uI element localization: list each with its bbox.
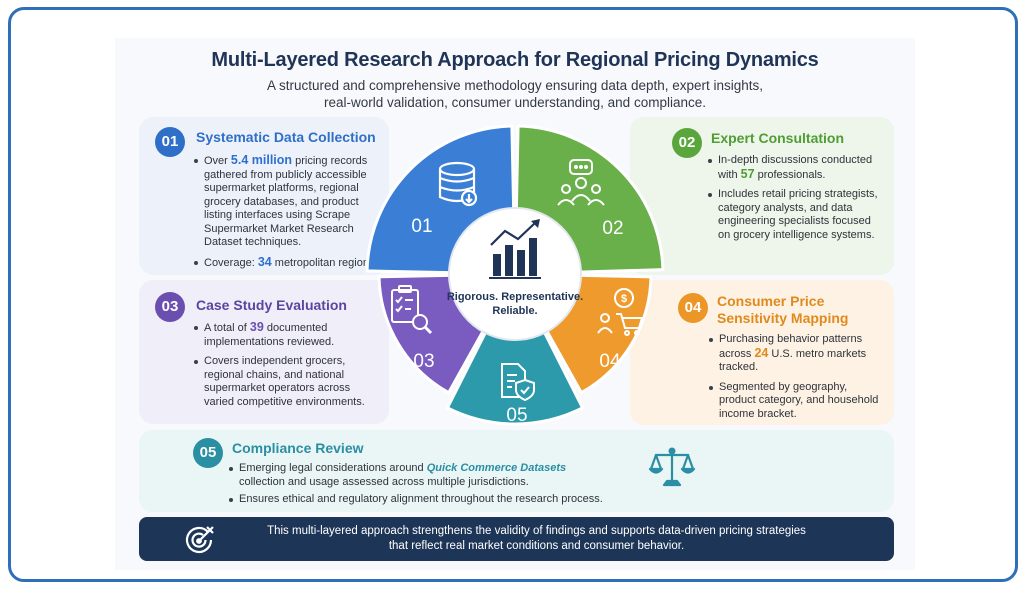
bullet-list: In-depth discussions conducted with 57 p… xyxy=(707,154,885,248)
wheel-center xyxy=(448,207,582,341)
wheel-label-05: 05 xyxy=(506,405,527,426)
footer-message: This multi-layered approach strengthens … xyxy=(267,525,806,552)
target-icon xyxy=(185,526,214,554)
section-title: Consumer Price Sensitivity Mapping xyxy=(717,293,849,326)
bullet-item: Purchasing behavior patterns across 24 U… xyxy=(708,333,884,375)
bullet-item: Over 5.4 million pricing records gathere… xyxy=(193,153,381,250)
section-title: Expert Consultation xyxy=(711,130,845,146)
bullet-item: Covers independent grocers, regional cha… xyxy=(193,355,371,409)
highlight-value: 5.4 million xyxy=(230,153,293,167)
wheel-label-02: 02 xyxy=(602,218,623,239)
bullet-list: A total of 39 documented implementations… xyxy=(193,320,371,415)
price-cart-icon: $ xyxy=(597,288,644,336)
section-card-compliance xyxy=(139,430,894,512)
section-number-badge: 01 xyxy=(155,127,185,157)
section-title: Compliance Review xyxy=(232,440,364,456)
subtitle-line-1: A structured and comprehensive methodolo… xyxy=(266,78,764,93)
bullet-item: A total of 39 documented implementations… xyxy=(193,320,371,349)
section-number-badge: 04 xyxy=(678,293,708,323)
wheel-label-01: 01 xyxy=(411,216,432,237)
checklist-search-icon xyxy=(391,285,433,335)
team-chat-icon xyxy=(557,159,605,206)
highlight-value: 24 xyxy=(754,345,769,360)
bullet-item: Coverage: 34 metropolitan regions xyxy=(193,254,381,271)
svg-text:$: $ xyxy=(621,293,627,305)
wheel-label-03: 03 xyxy=(413,351,434,372)
scales-icon xyxy=(648,447,696,487)
highlight-value: 39 xyxy=(249,320,264,334)
highlight-value: Quick Commerce Datasets xyxy=(426,462,567,474)
section-card-price-sensitivity xyxy=(630,280,894,425)
section-number-badge: 02 xyxy=(672,128,702,158)
highlight-value: 57 xyxy=(740,166,755,181)
shield-document-icon xyxy=(501,363,535,402)
database-icon xyxy=(438,161,478,207)
page-title: Multi-Layered Research Approach for Regi… xyxy=(211,49,819,71)
center-tagline-1: Rigorous. Representative. xyxy=(447,291,583,303)
bullet-list: Over 5.4 million pricing records gathere… xyxy=(193,153,381,276)
bullet-item: Segmented by geography, product category… xyxy=(708,381,884,422)
bullet-list: Emerging legal considerations around Qui… xyxy=(228,462,608,513)
section-title: Case Study Evaluation xyxy=(196,297,347,313)
highlight-value: 34 xyxy=(257,254,272,269)
bullet-item: Includes retail pricing strategists, cat… xyxy=(707,188,885,242)
bullet-item: Emerging legal considerations around Qui… xyxy=(228,462,608,489)
methodology-wheel: Rigorous. Representative. Reliable. $ xyxy=(365,124,665,426)
footer-banner: This multi-layered approach strengthens … xyxy=(139,517,894,561)
bullet-item: In-depth discussions conducted with 57 p… xyxy=(707,154,885,182)
bullet-list: Purchasing behavior patterns across 24 U… xyxy=(708,333,884,427)
subtitle-line-2: real-world validation, consumer understa… xyxy=(324,95,706,110)
growth-chart-icon xyxy=(489,219,541,279)
section-title: Systematic Data Collection xyxy=(196,129,376,145)
page-subtitle: A structured and comprehensive methodolo… xyxy=(115,77,915,111)
wheel-label-04: 04 xyxy=(599,351,621,372)
bullet-item: Ensures ethical and regulatory alignment… xyxy=(228,493,608,507)
section-number-badge: 05 xyxy=(193,438,223,468)
section-number-badge: 03 xyxy=(155,292,185,322)
center-tagline-2: Reliable. xyxy=(492,305,537,317)
